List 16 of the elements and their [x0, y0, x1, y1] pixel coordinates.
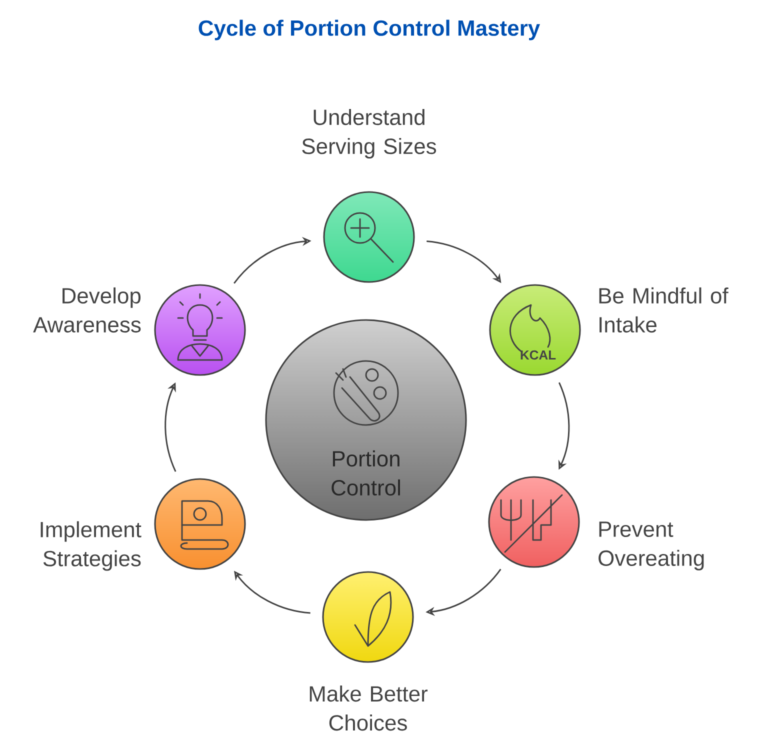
title: Cycle of Portion Control Mastery	[198, 20, 540, 40]
step-circle	[488, 476, 580, 568]
step-label: Be Mindful of Intake	[599, 287, 728, 333]
step-circle	[489, 284, 581, 376]
center-circle	[265, 319, 467, 521]
step-label: Implement Strategies	[40, 521, 142, 571]
step-label: Develop Awareness	[33, 287, 141, 333]
step-label: Understand Serving Sizes	[302, 108, 436, 158]
step-label: Make Better Choices	[310, 686, 428, 731]
center-label: Portion Control	[332, 450, 400, 496]
step-circle	[154, 284, 246, 376]
step-circle	[154, 478, 246, 570]
step-circle	[323, 191, 415, 283]
step-circle	[322, 571, 414, 663]
step-label: Prevent Overeating	[598, 522, 704, 570]
icon-text: KCAL	[520, 350, 556, 360]
